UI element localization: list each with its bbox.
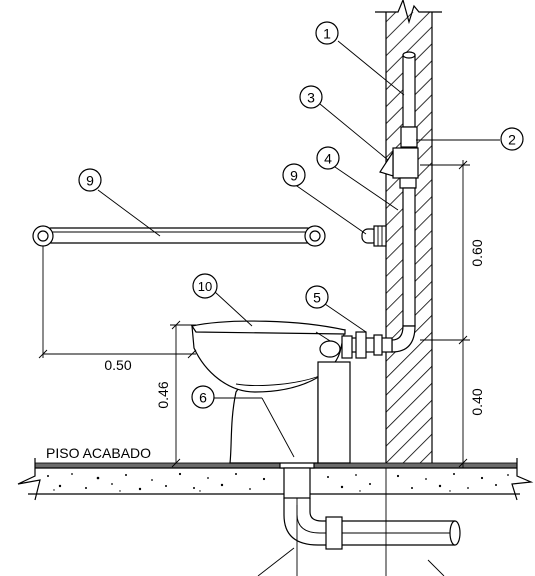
callout-2: 2: [500, 127, 524, 151]
floor-slab: [17, 458, 534, 501]
leader-lines: [97, 40, 500, 576]
supply-fitting: [400, 126, 418, 148]
spud-nut-c: [341, 335, 353, 359]
grab-bar-tube: [43, 227, 315, 244]
callout-3-number: 3: [307, 90, 315, 106]
supply-pipe-top: [402, 54, 416, 128]
callout-2-number: 2: [508, 132, 516, 148]
callout-1: 1: [315, 21, 339, 45]
valve-lower-fitting: [399, 177, 417, 189]
callout-4-number: 4: [324, 151, 332, 167]
spud-nut-a: [355, 331, 367, 359]
toilet-seat: [191, 320, 346, 335]
callout-9-holder: 9: [282, 163, 306, 187]
callout-10-number: 10: [198, 279, 212, 294]
toilet: [191, 320, 351, 464]
floor-label: PISO ACABADO: [46, 445, 151, 461]
callout-3: 3: [299, 85, 323, 109]
callout-6: 6: [191, 385, 215, 409]
spud-nut-b: [373, 334, 383, 356]
drain-pipe-end: [449, 520, 461, 546]
drain-elbow-mid: [296, 498, 455, 534]
dim-0-46: 0.46: [155, 381, 171, 408]
drain-vertical: [283, 467, 311, 499]
callout-1-number: 1: [323, 26, 331, 42]
supply-assembly: [341, 51, 419, 359]
dim-0-40: 0.40: [469, 388, 485, 415]
callout-5: 5: [305, 285, 329, 309]
drain-elbow-outer: [283, 498, 455, 546]
dim-0-50: 0.50: [104, 357, 131, 373]
callout-5-number: 5: [313, 290, 321, 306]
callout-4: 4: [316, 146, 340, 170]
dimension-lines: [38, 160, 470, 576]
wall-break-top: [375, 0, 442, 25]
drain-pipe: [279, 454, 461, 550]
flush-pipe: [402, 187, 416, 327]
callout-10: 10: [192, 273, 218, 299]
drain-socket: [325, 516, 343, 550]
drain-elbow-inner: [309, 498, 455, 522]
callout-9a-number: 9: [86, 173, 94, 189]
callout-6-number: 6: [199, 390, 207, 406]
paper-holder: [361, 225, 387, 247]
toilet-trap-line: [235, 374, 323, 386]
flush-valve-button: [379, 149, 394, 177]
dim-0-60: 0.60: [469, 239, 485, 266]
callout-9b-number: 9: [290, 168, 298, 184]
flush-valve-body: [392, 147, 419, 179]
toilet-inlet: [319, 340, 341, 358]
floor-finish: [34, 462, 518, 469]
concrete-speckle: [47, 472, 509, 492]
toilet-outlet: [317, 361, 351, 464]
floor-break-right: [511, 458, 534, 501]
callouts: 1 2 3 4 5 6 9 9: [78, 21, 524, 409]
grab-bar: [32, 225, 326, 247]
floor-break-left: [17, 458, 41, 501]
callout-9-grab-bar: 9: [78, 168, 102, 192]
